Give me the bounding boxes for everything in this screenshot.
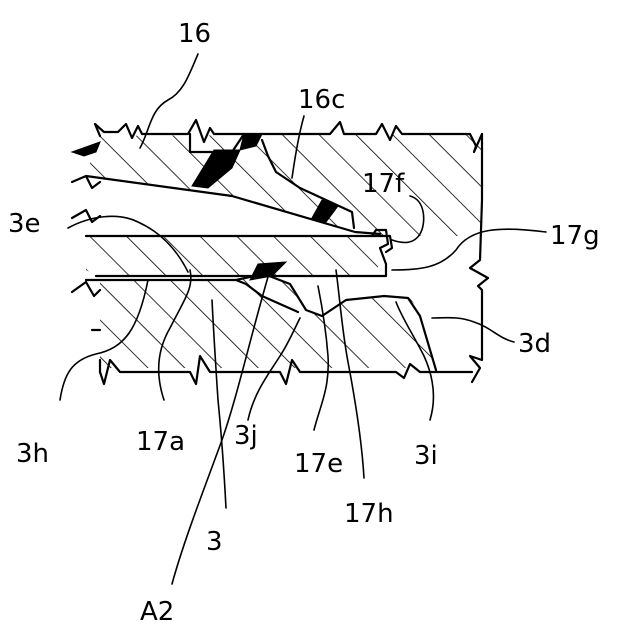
label-3j: 3j <box>234 421 258 451</box>
label-16c: 16c <box>298 85 345 115</box>
label-3: 3 <box>206 527 223 557</box>
label-3d: 3d <box>518 329 551 359</box>
label-17h: 17h <box>344 499 394 529</box>
leader-3d <box>432 318 514 342</box>
label-17a: 17a <box>136 427 185 457</box>
label-17e: 17e <box>294 449 343 479</box>
label-A2: A2 <box>140 597 174 627</box>
label-3e: 3e <box>8 209 41 239</box>
label-17g: 17g <box>550 221 600 251</box>
label-3i: 3i <box>414 441 438 471</box>
label-3h: 3h <box>16 439 49 469</box>
label-17f: 17f <box>362 169 405 199</box>
part-17-plate <box>86 230 392 276</box>
label-16: 16 <box>178 19 211 49</box>
